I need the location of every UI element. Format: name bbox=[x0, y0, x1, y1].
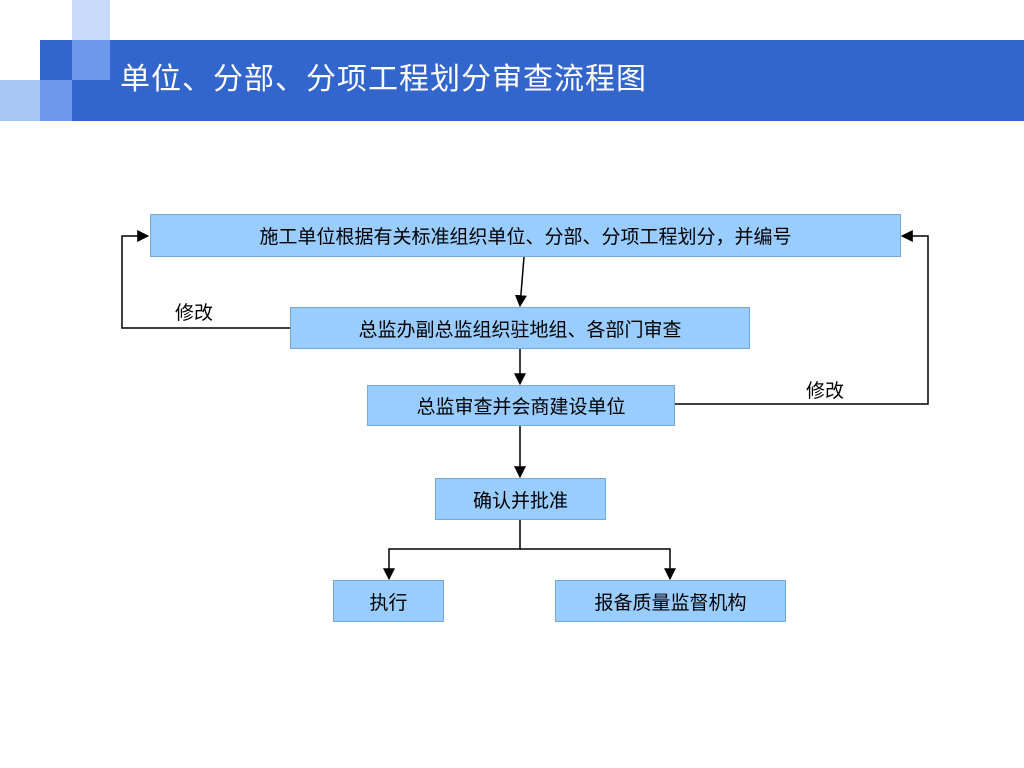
page-title: 单位、分部、分项工程划分审查流程图 bbox=[120, 62, 647, 97]
decor-square bbox=[40, 80, 72, 121]
revise-label-right: 修改 bbox=[806, 380, 845, 402]
step-execute: 执行 bbox=[333, 580, 444, 622]
step-approve: 确认并批准 bbox=[435, 478, 606, 520]
arrow-revise-left bbox=[121, 230, 290, 329]
step-review: 总监办副总监组织驻地组、各部门审查 bbox=[290, 307, 750, 349]
decor-square bbox=[72, 0, 110, 40]
decor-square bbox=[72, 40, 110, 80]
decor-square bbox=[0, 80, 40, 121]
arrow-revise-right bbox=[675, 230, 929, 405]
title-bar bbox=[40, 40, 1024, 121]
step-report: 报备质量监督机构 bbox=[555, 580, 786, 622]
step-organize: 施工单位根据有关标准组织单位、分部、分项工程划分，并编号 bbox=[150, 214, 901, 257]
arrow-approve-to-execute bbox=[383, 520, 521, 581]
arrow-organize-to-review bbox=[514, 256, 527, 308]
revise-label-left: 修改 bbox=[175, 302, 214, 324]
step-consult: 总监审查并会商建设单位 bbox=[367, 385, 675, 426]
arrow-approve-to-report bbox=[520, 548, 676, 581]
